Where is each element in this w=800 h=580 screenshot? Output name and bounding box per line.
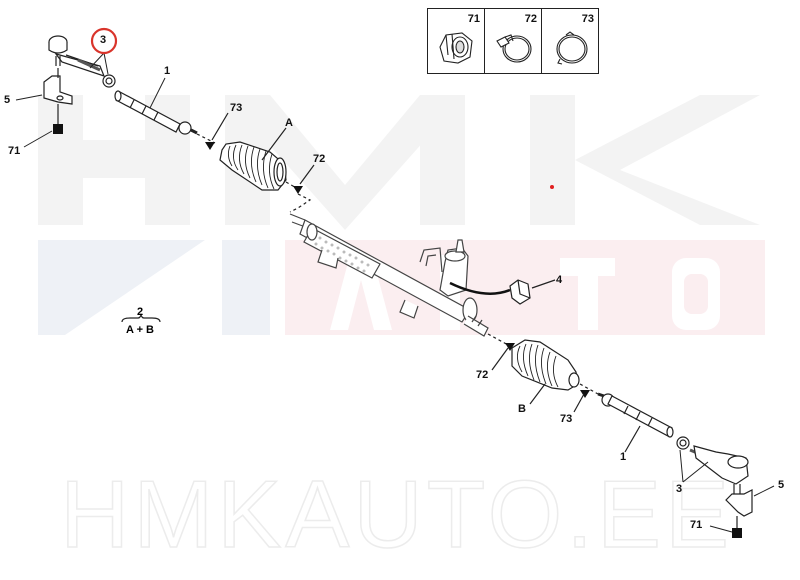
watermark-url: HMKAUTO.EE	[59, 460, 733, 569]
upper-clamp-arrow-icon	[205, 142, 215, 150]
lower-clamp-arrow-icon	[580, 390, 590, 398]
legend-label-71: 71	[467, 13, 480, 25]
hose-clamp-screw-icon	[496, 34, 532, 63]
red-dot-marker	[550, 185, 554, 189]
legend-cell-71: 71	[428, 9, 485, 73]
legend-cell-72: 72	[485, 9, 542, 73]
callout-1-right: 1	[620, 451, 627, 463]
part-4-fitting	[509, 279, 531, 305]
callout-73-lower: 73	[560, 413, 573, 425]
boot-a	[219, 141, 287, 191]
legend-label-72: 72	[524, 13, 537, 25]
callout-5-right: 5	[778, 479, 785, 491]
right-tie-rod-end	[689, 445, 753, 528]
callout-3-left: 3	[100, 34, 107, 46]
callout-boot-b: B	[518, 403, 526, 415]
legend-label-73: 73	[581, 13, 594, 25]
callout-71-right: 71	[690, 519, 703, 531]
legend-cell-73: 73	[542, 9, 598, 73]
hose-clamp-ear-icon	[556, 31, 588, 65]
steering-rack-housing	[289, 213, 489, 337]
callout-3-right: 3	[676, 483, 683, 495]
right-locknut	[676, 436, 690, 450]
right-inner-tie-rod	[597, 392, 674, 438]
kit-formula-parts: A + B	[125, 324, 154, 336]
kit-formula: 2 A + B	[118, 306, 162, 336]
left-tie-rod-end	[43, 35, 106, 124]
callout-5-left: 5	[4, 94, 11, 106]
lower-boot-clamp-arrow-icon	[505, 343, 515, 351]
callout-72-lower: 72	[476, 369, 489, 381]
right-nut-marker-icon	[732, 528, 742, 538]
hardware-legend: 71 72 73	[427, 8, 599, 74]
nut-icon	[439, 32, 473, 64]
left-locknut	[102, 74, 116, 88]
kit-formula-number: 2	[136, 306, 144, 318]
left-nut-marker-icon	[53, 124, 63, 134]
highlight-ring	[90, 27, 118, 55]
callout-73-upper: 73	[230, 102, 243, 114]
upper-boot-clamp-arrow-icon	[293, 186, 303, 194]
callout-4: 4	[556, 274, 563, 286]
callout-1-left: 1	[164, 65, 171, 77]
callout-72-upper: 72	[313, 153, 326, 165]
callout-boot-a: A	[285, 117, 293, 129]
callout-71-left: 71	[8, 145, 21, 157]
left-inner-tie-rod	[114, 90, 198, 135]
boot-b	[511, 339, 580, 391]
